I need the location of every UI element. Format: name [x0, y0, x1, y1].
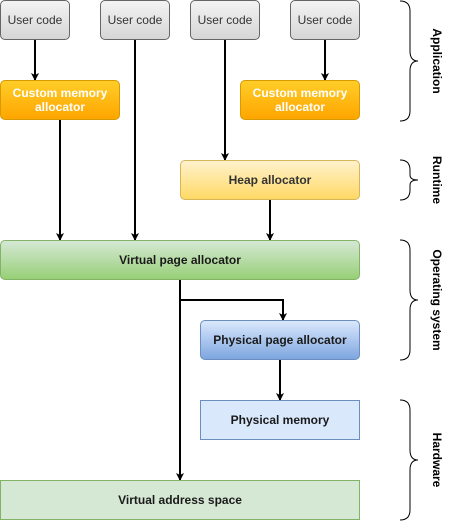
- arrows: [31, 40, 329, 481]
- virtual-address-space: Virtual address space: [0, 480, 360, 520]
- physical-memory-label: Physical memory: [230, 413, 330, 427]
- layer-label-runtime: Runtime: [430, 156, 444, 204]
- brace-hardware: [399, 399, 419, 521]
- user-code-box-2: User code: [100, 0, 170, 40]
- virtual-page-allocator: Virtual page allocator: [0, 240, 360, 280]
- brace-operating-system: [399, 239, 419, 361]
- layer-label-hardware: Hardware: [430, 432, 444, 488]
- custom-allocator-right: Custom memory allocator: [240, 80, 360, 120]
- user-code-label-3: User code: [197, 13, 253, 27]
- layer-label-application: Application: [430, 28, 444, 94]
- heap-allocator: Heap allocator: [180, 160, 360, 200]
- user-code-label-2: User code: [107, 13, 163, 27]
- brace-application: [399, 0, 419, 122]
- custom-allocator-left: Custom memory allocator: [0, 80, 120, 120]
- user-code-box-3: User code: [190, 0, 260, 40]
- user-code-box-4: User code: [290, 0, 360, 40]
- heap-allocator-label: Heap allocator: [228, 173, 312, 187]
- user-code-label-4: User code: [297, 13, 353, 27]
- arrow-virtual-page-allocator-to-physical-page-allocator: [179, 280, 287, 321]
- custom-allocator-right-label: Custom memory allocator: [252, 86, 348, 114]
- custom-allocator-left-label: Custom memory allocator: [12, 86, 108, 114]
- user-code-label-1: User code: [7, 13, 63, 27]
- brace-runtime: [399, 159, 419, 201]
- user-code-box-1: User code: [0, 0, 70, 40]
- physical-page-allocator-label: Physical page allocator: [213, 333, 347, 347]
- virtual-page-allocator-label: Virtual page allocator: [119, 253, 241, 267]
- virtual-address-space-label: Virtual address space: [118, 493, 242, 507]
- layer-braces: [399, 0, 419, 521]
- physical-page-allocator: Physical page allocator: [200, 320, 360, 360]
- layer-label-operating-system: Operating system: [430, 249, 444, 351]
- physical-memory: Physical memory: [200, 400, 360, 440]
